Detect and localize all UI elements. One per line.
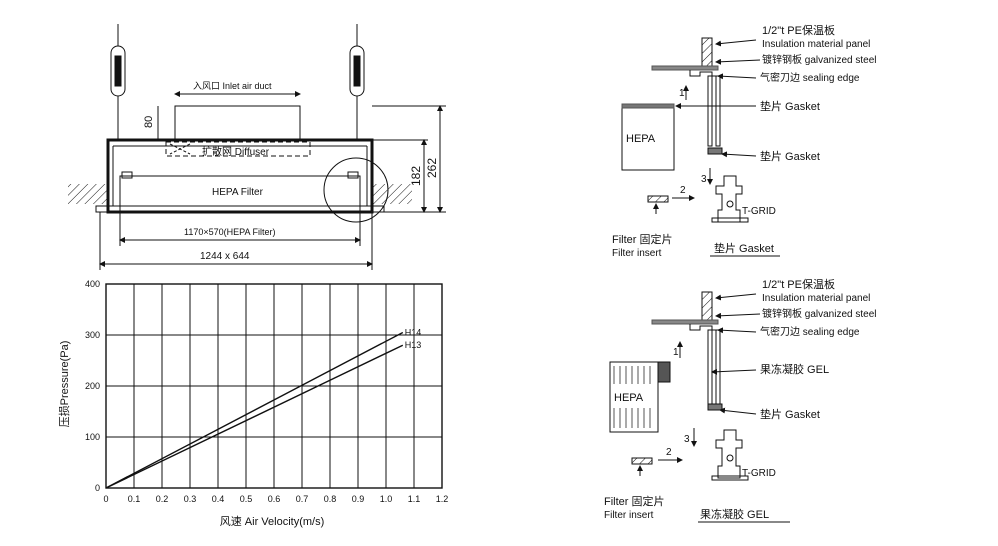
- inlet-label: 入风口 Inlet air duct: [193, 81, 272, 91]
- insert-cn-b: Filter 固定片: [604, 494, 665, 508]
- gasket-label-b: 垫片 Gasket: [760, 407, 820, 421]
- hanger-left: [110, 24, 126, 140]
- x-tick-label: 0.1: [128, 494, 141, 504]
- x-tick-label: 1.0: [380, 494, 393, 504]
- y-tick-label: 0: [95, 483, 100, 493]
- chart-y-label: 压损Pressure(Pa): [57, 341, 71, 428]
- chart-x-ticks: 0 0.1 0.2 0.3 0.4 0.5 0.6 0.7 0.8 0.9 1.0 1.1 1.2: [103, 494, 448, 504]
- y-tick-label: 300: [85, 330, 100, 340]
- steel-label-b: 镀锌钢板 galvanized steel: [762, 307, 877, 320]
- step-1-b: 1: [673, 347, 679, 358]
- gasket-top: [707, 147, 723, 155]
- y-tick-label: 400: [85, 279, 100, 289]
- step-3-b: 3: [684, 434, 690, 445]
- galvanized-plate: [651, 65, 719, 71]
- gasket-section-drawing: [621, 37, 780, 257]
- hepa-pleats: [613, 366, 651, 428]
- hepa-label-a: HEPA: [626, 133, 656, 145]
- x-tick-label: 0.5: [240, 494, 253, 504]
- x-tick-label: 0: [103, 494, 108, 504]
- x-tick-label: 1.1: [408, 494, 421, 504]
- x-tick-label: 0.6: [268, 494, 281, 504]
- step-3-a: 3: [701, 174, 707, 185]
- diffuser: [165, 141, 311, 157]
- filter-label: HEPA Filter: [212, 187, 264, 198]
- gasket-b: [707, 403, 723, 411]
- step-2-b: 2: [666, 447, 672, 458]
- gel-section-drawing: [609, 291, 790, 523]
- dim-80: 80: [143, 116, 155, 128]
- chart-x-label: 风速 Air Velocity(m/s): [220, 515, 325, 528]
- series-line-h13: [105, 344, 404, 489]
- tgrid-label-b: T-GRID: [742, 468, 776, 479]
- series-line-h14: [105, 331, 404, 489]
- x-tick-label: 0.8: [324, 494, 337, 504]
- insulation-cn-b: 1/2"t PE保温板: [762, 277, 835, 291]
- gasket-label-a2: 垫片 Gasket: [760, 149, 820, 163]
- x-tick-label: 1.2: [436, 494, 449, 504]
- x-tick-label: 0.9: [352, 494, 365, 504]
- dim-inner: 1170×570(HEPA Filter): [184, 227, 275, 237]
- chart-y-ticks: 0 100 200 300 400: [85, 279, 100, 493]
- sealing-label-a: 气密刀边 sealing edge: [760, 71, 860, 84]
- gel-channel: [657, 361, 671, 383]
- ceiling-right: [372, 184, 412, 204]
- dim-outer: 1244 x 644: [200, 251, 250, 262]
- insulation-en-b: Insulation material panel: [762, 293, 870, 304]
- chart-grid: [105, 283, 443, 489]
- hanger-right: [349, 24, 365, 140]
- insulation-panel-b: [701, 291, 713, 321]
- gel-label-b: 果冻凝胶 GEL: [760, 362, 829, 376]
- steel-label-a: 镀锌钢板 galvanized steel: [762, 53, 877, 66]
- insert-cn-a: Filter 固定片: [612, 232, 673, 246]
- step-2-a: 2: [680, 185, 686, 196]
- series-label-h13: H13: [405, 340, 422, 350]
- diffuser-label: 扩散网 Diffuser: [202, 145, 270, 158]
- tgrid-label-a: T-GRID: [742, 206, 776, 217]
- galvanized-plate-b: [651, 319, 719, 325]
- insert-en-b: Filter insert: [604, 510, 654, 521]
- x-tick-label: 0.4: [212, 494, 225, 504]
- insulation-panel: [701, 37, 713, 67]
- x-tick-label: 0.7: [296, 494, 309, 504]
- insert-en-a: Filter insert: [612, 248, 662, 259]
- t-grid-b: [715, 429, 743, 479]
- dim-182: 182: [409, 166, 423, 186]
- caption-a: 垫片 Gasket: [714, 241, 774, 255]
- step-1-a: 1: [679, 88, 685, 99]
- x-tick-label: 0.2: [156, 494, 169, 504]
- dim-262: 262: [425, 158, 439, 178]
- insulation-en-a: Insulation material panel: [762, 39, 870, 50]
- y-tick-label: 200: [85, 381, 100, 391]
- ceiling-left: [68, 184, 108, 204]
- hepa-block-b: [609, 361, 659, 433]
- hepa-label-b: HEPA: [614, 392, 644, 404]
- housing-section-drawing: [68, 24, 446, 270]
- detail-circle: [323, 157, 389, 223]
- insulation-cn-a: 1/2"t PE保温板: [762, 23, 835, 37]
- y-tick-label: 100: [85, 432, 100, 442]
- x-tick-label: 0.3: [184, 494, 197, 504]
- series-label-h14: H14: [405, 327, 422, 337]
- t-grid-a: [715, 175, 743, 223]
- caption-b: 果冻凝胶 GEL: [700, 507, 769, 521]
- inlet-duct: [174, 105, 301, 141]
- sealing-label-b: 气密刀边 sealing edge: [760, 325, 860, 338]
- gasket-label-a1: 垫片 Gasket: [760, 99, 820, 113]
